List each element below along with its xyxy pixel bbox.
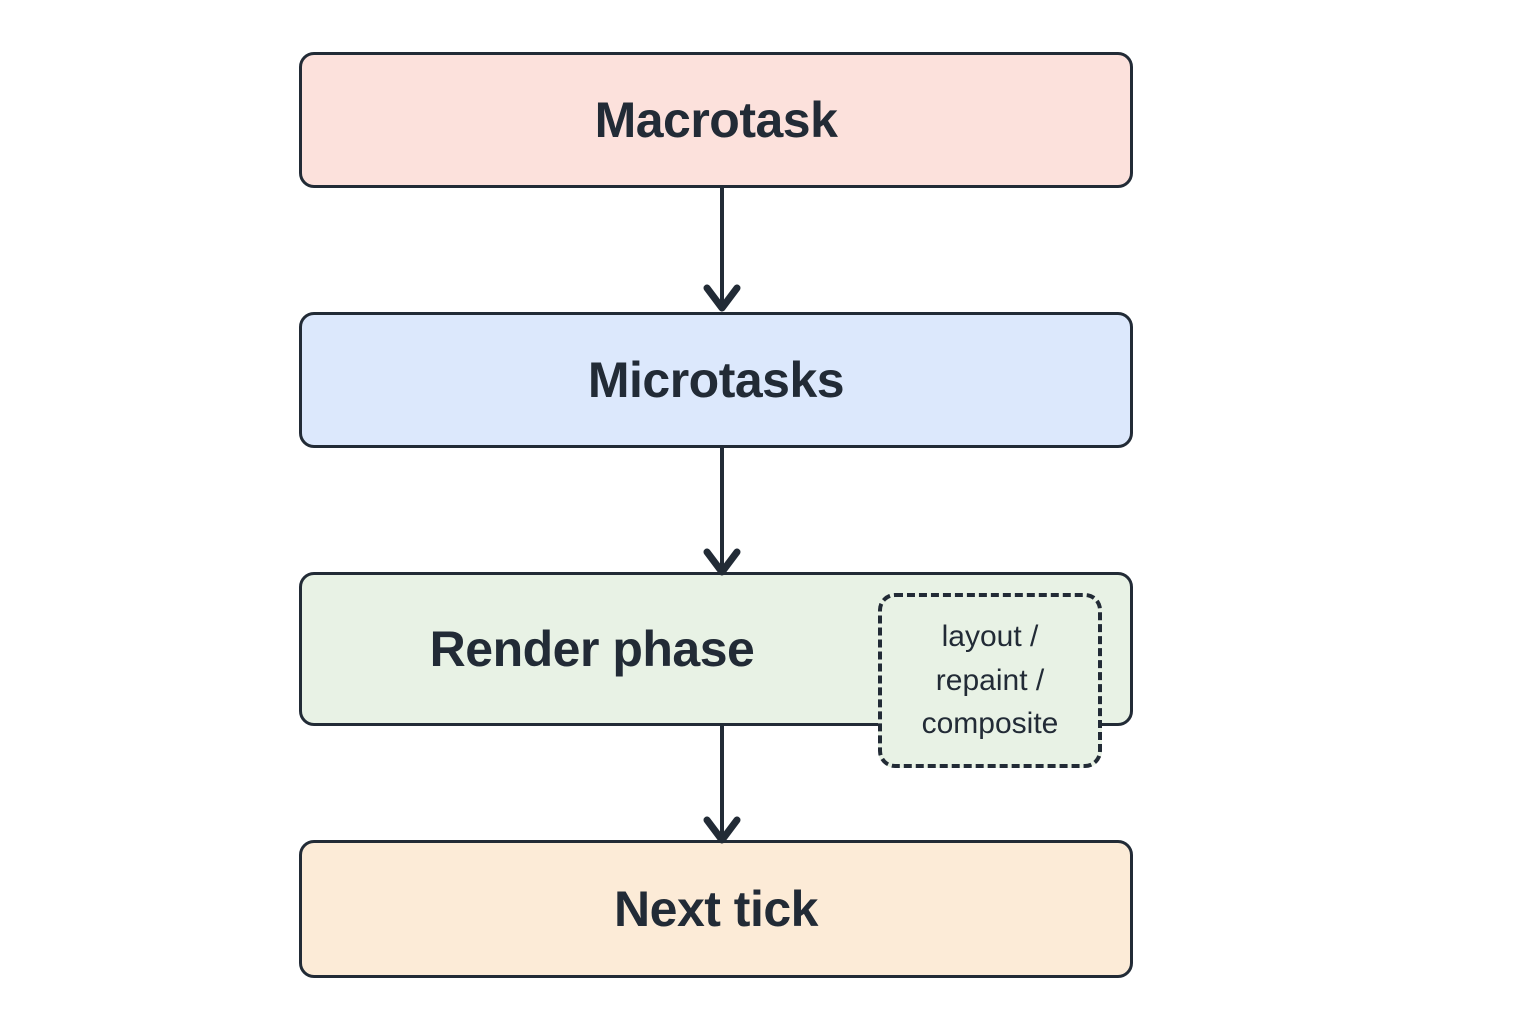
connector-render-phase-to-next-tick [702,726,742,844]
note-render-phase-detail[interactable]: layout / repaint / composite [878,593,1102,768]
flow-node-label: Render phase [429,621,755,677]
flow-node-label: Next tick [614,881,818,937]
flow-node-macrotask[interactable]: Macrotask [299,52,1133,188]
note-line: composite [921,707,1059,741]
note-line: layout / [941,620,1039,654]
connector-microtasks-to-render-phase [702,448,742,576]
flow-node-label: Macrotask [594,92,838,148]
render-phase-label-wrap: Render phase [302,575,882,723]
connector-macrotask-to-microtasks [702,188,742,312]
flow-node-microtasks[interactable]: Microtasks [299,312,1133,448]
flow-node-label: Microtasks [587,352,845,408]
arrowhead-icon [703,284,741,312]
arrowhead-icon [703,816,741,844]
note-line: repaint / [935,663,1045,697]
flow-node-next-tick[interactable]: Next tick [299,840,1133,978]
arrowhead-icon [703,548,741,576]
